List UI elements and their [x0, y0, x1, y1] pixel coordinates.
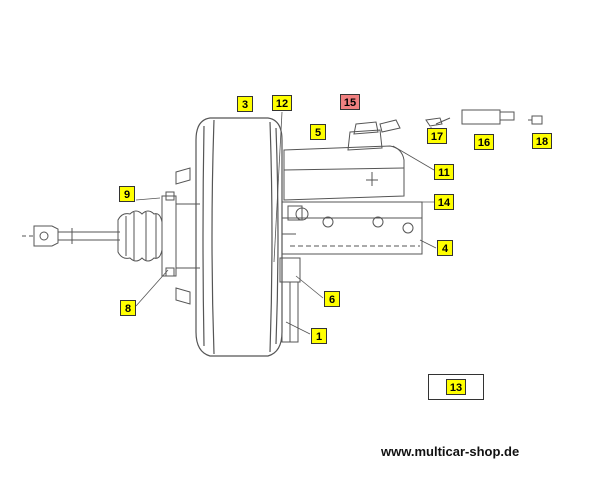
push-rod	[22, 225, 120, 247]
part-label-11[interactable]: 11	[434, 164, 454, 180]
part-label-13[interactable]: 13	[446, 379, 466, 395]
leader-lines	[135, 111, 437, 335]
part-label-9[interactable]: 9	[119, 186, 135, 202]
part-label-16[interactable]: 16	[474, 134, 494, 150]
part-label-12[interactable]: 12	[272, 95, 292, 111]
part-label-1[interactable]: 1	[311, 328, 327, 344]
booster-housing	[195, 117, 283, 357]
part-label-15[interactable]: 15	[340, 94, 360, 110]
connector-parts	[425, 109, 543, 127]
part-label-18[interactable]: 18	[532, 133, 552, 149]
bellows	[117, 210, 163, 262]
part-label-6[interactable]: 6	[324, 291, 340, 307]
fluid-reservoir	[283, 119, 405, 201]
kit-frame	[428, 374, 484, 400]
outlet-fitting	[279, 257, 301, 343]
part-label-5[interactable]: 5	[310, 124, 326, 140]
part-label-3[interactable]: 3	[237, 96, 253, 112]
part-label-17[interactable]: 17	[427, 128, 447, 144]
part-label-14[interactable]: 14	[434, 194, 454, 210]
mounting-flange	[161, 167, 200, 305]
master-cylinder	[281, 201, 423, 255]
part-label-8[interactable]: 8	[120, 300, 136, 316]
website-url[interactable]: www.multicar-shop.de	[381, 444, 520, 459]
part-label-4[interactable]: 4	[437, 240, 453, 256]
